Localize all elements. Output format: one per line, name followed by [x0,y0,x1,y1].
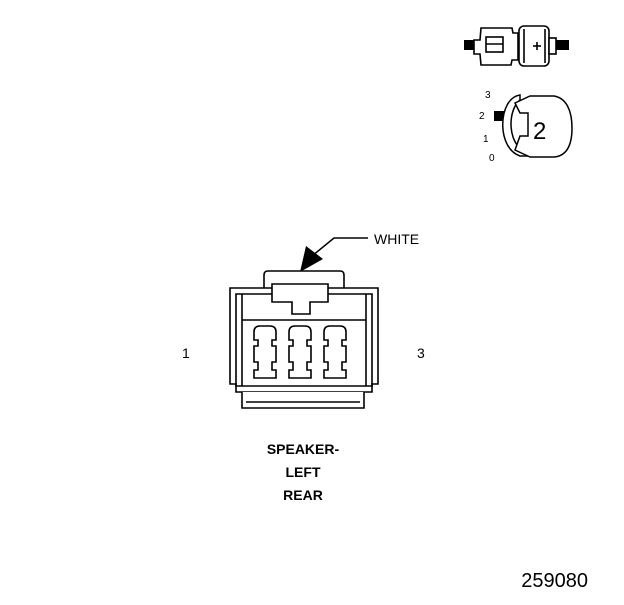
position-marker [494,111,504,121]
pin-label-right: 3 [417,345,425,361]
key-position-1: 1 [483,134,489,145]
key-position-2: 2 [479,111,485,122]
cavity-3 [323,325,347,379]
figure-id: 259080 [521,570,588,592]
color-callout-label: WHITE [374,231,419,247]
key-number: 2 [533,118,546,145]
caption-line-2: LEFT [286,464,321,480]
color-callout: WHITE [300,231,419,272]
key-ring [502,94,530,157]
pin-label-left: 1 [182,345,190,361]
terminal-cavities [253,325,347,379]
cavity-1 [253,325,277,379]
cavity-2 [288,325,312,379]
key-body [513,95,573,158]
inset-key-position-view: 3 2 1 0 2 [479,90,573,164]
caption-line-3: REAR [283,487,323,503]
callout-arrow-head [300,246,323,272]
connector-caption: SPEAKER- LEFT REAR [267,441,340,503]
key-position-3: 3 [485,90,491,101]
inset-connector-side-view [464,25,569,67]
caption-line-1: SPEAKER- [267,441,340,457]
key-position-0: 0 [489,153,495,164]
